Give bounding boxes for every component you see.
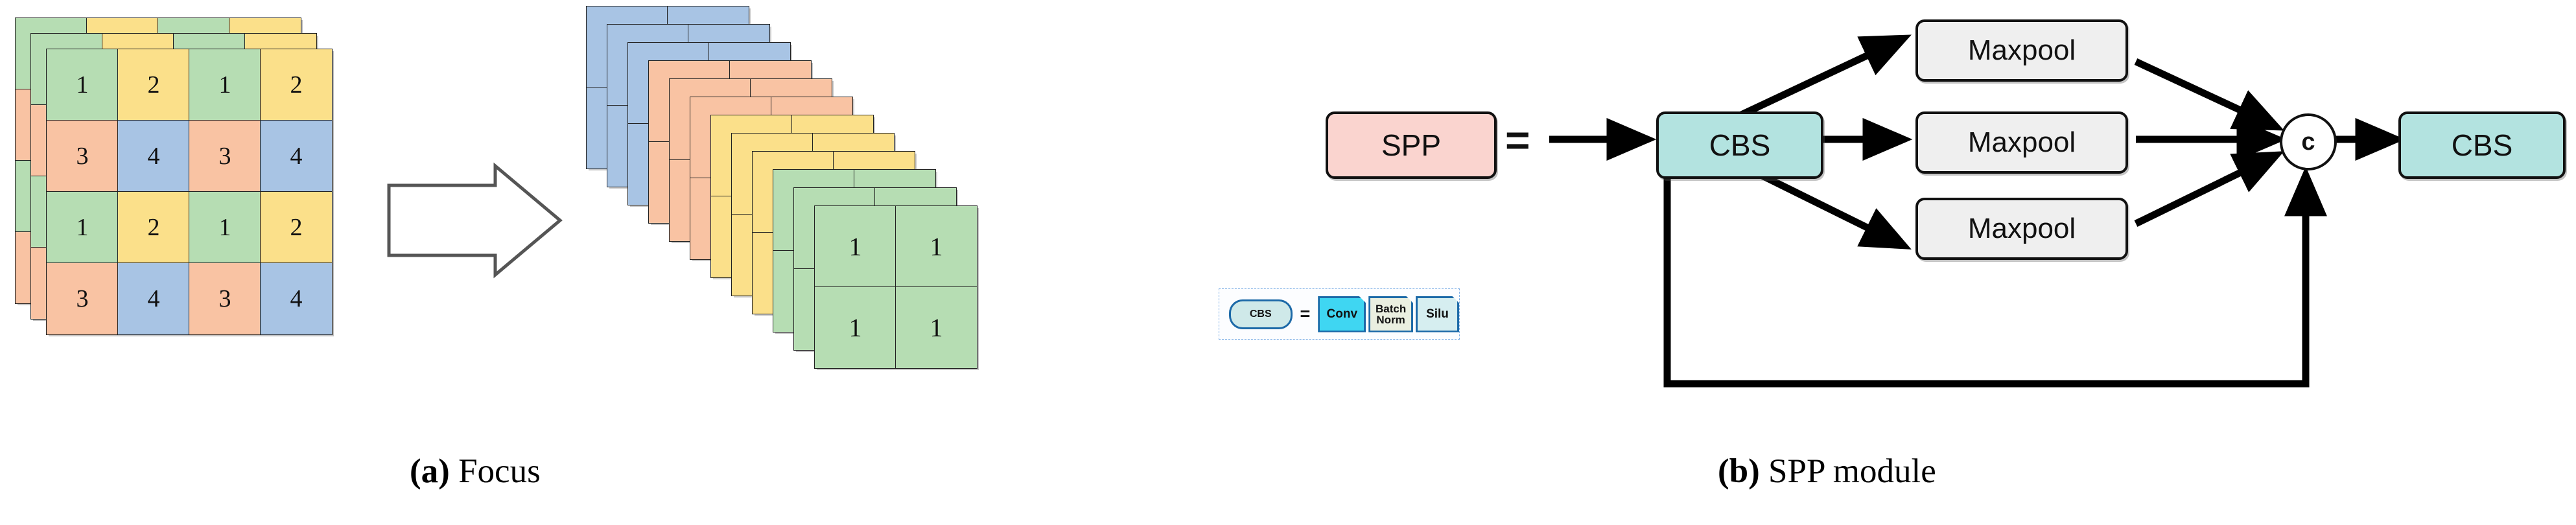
maxpool-top-label: Maxpool [1967, 34, 2076, 66]
input-cell: 4 [117, 262, 190, 335]
concat-node-label: c [2301, 128, 2315, 156]
cbs-input-block[interactable]: CBS [1656, 111, 1823, 179]
caption-b-marker: (b) [1718, 452, 1760, 490]
legend-conv-shape[interactable]: Conv [1318, 296, 1366, 332]
spp-block[interactable]: SPP [1326, 111, 1497, 179]
input-cell: 4 [117, 120, 190, 192]
input-cell: 3 [46, 120, 119, 192]
spp-block-label: SPP [1381, 128, 1442, 162]
input-cell: 2 [260, 49, 333, 121]
input-cell: 1 [46, 191, 119, 264]
legend-batchnorm-label: Batch Norm [1376, 303, 1406, 325]
input-cell: 1 [46, 49, 119, 121]
input-cell: 1 [189, 49, 261, 121]
output-cell: 1 [814, 205, 896, 288]
cbs-input-label: CBS [1709, 128, 1771, 162]
maxpool-bottom-label: Maxpool [1967, 213, 2076, 244]
maxpool-bottom-block[interactable]: Maxpool [1915, 198, 2128, 260]
legend-cbs-label: CBS [1249, 308, 1272, 320]
input-cell: 4 [260, 262, 333, 335]
output-cell: 1 [895, 286, 978, 369]
legend-batchnorm-shape[interactable]: Batch Norm [1368, 296, 1413, 332]
caption-a-marker: (a) [410, 452, 450, 490]
input-cell: 2 [117, 191, 190, 264]
legend-silu-shape[interactable]: Silu [1416, 296, 1459, 332]
spp-module-diagram: SPP = CBS Maxpool Maxpool Maxpool c CBS [1264, 0, 2576, 428]
equals-sign: = [1505, 116, 1530, 164]
concat-node[interactable]: c [2280, 113, 2337, 170]
input-cell: 1 [189, 191, 261, 264]
caption-a-text: Focus [458, 452, 541, 490]
output-cell: 1 [814, 286, 896, 369]
maxpool-mid-label: Maxpool [1967, 126, 2076, 158]
output-cell: 1 [895, 205, 978, 288]
legend-conv-label: Conv [1326, 307, 1358, 321]
maxpool-top-block[interactable]: Maxpool [1915, 19, 2128, 82]
legend-cbs-pill[interactable]: CBS [1229, 299, 1293, 329]
maxpool-mid-block[interactable]: Maxpool [1915, 111, 2128, 174]
legend-equals-sign: = [1300, 304, 1311, 323]
legend-silu-label: Silu [1426, 307, 1449, 321]
input-cell: 3 [189, 262, 261, 335]
legend-batchnorm-line1: Batch [1376, 302, 1407, 315]
input-cell: 2 [260, 191, 333, 264]
cbs-output-label: CBS [2451, 128, 2513, 162]
cbs-output-block[interactable]: CBS [2398, 111, 2566, 179]
caption-panel-a: (a) Focus [410, 452, 541, 491]
legend-batchnorm-line2: Norm [1376, 313, 1405, 326]
input-cell: 2 [117, 49, 190, 121]
caption-b-text: SPP module [1768, 452, 1936, 490]
cbs-legend-panel: CBS = Conv Batch Norm Silu [1219, 288, 1460, 340]
caption-panel-b: (b) SPP module [1718, 452, 1936, 491]
input-cell: 4 [260, 120, 333, 192]
transform-arrow-icon [387, 162, 563, 279]
input-cell: 3 [46, 262, 119, 335]
input-cell: 3 [189, 120, 261, 192]
